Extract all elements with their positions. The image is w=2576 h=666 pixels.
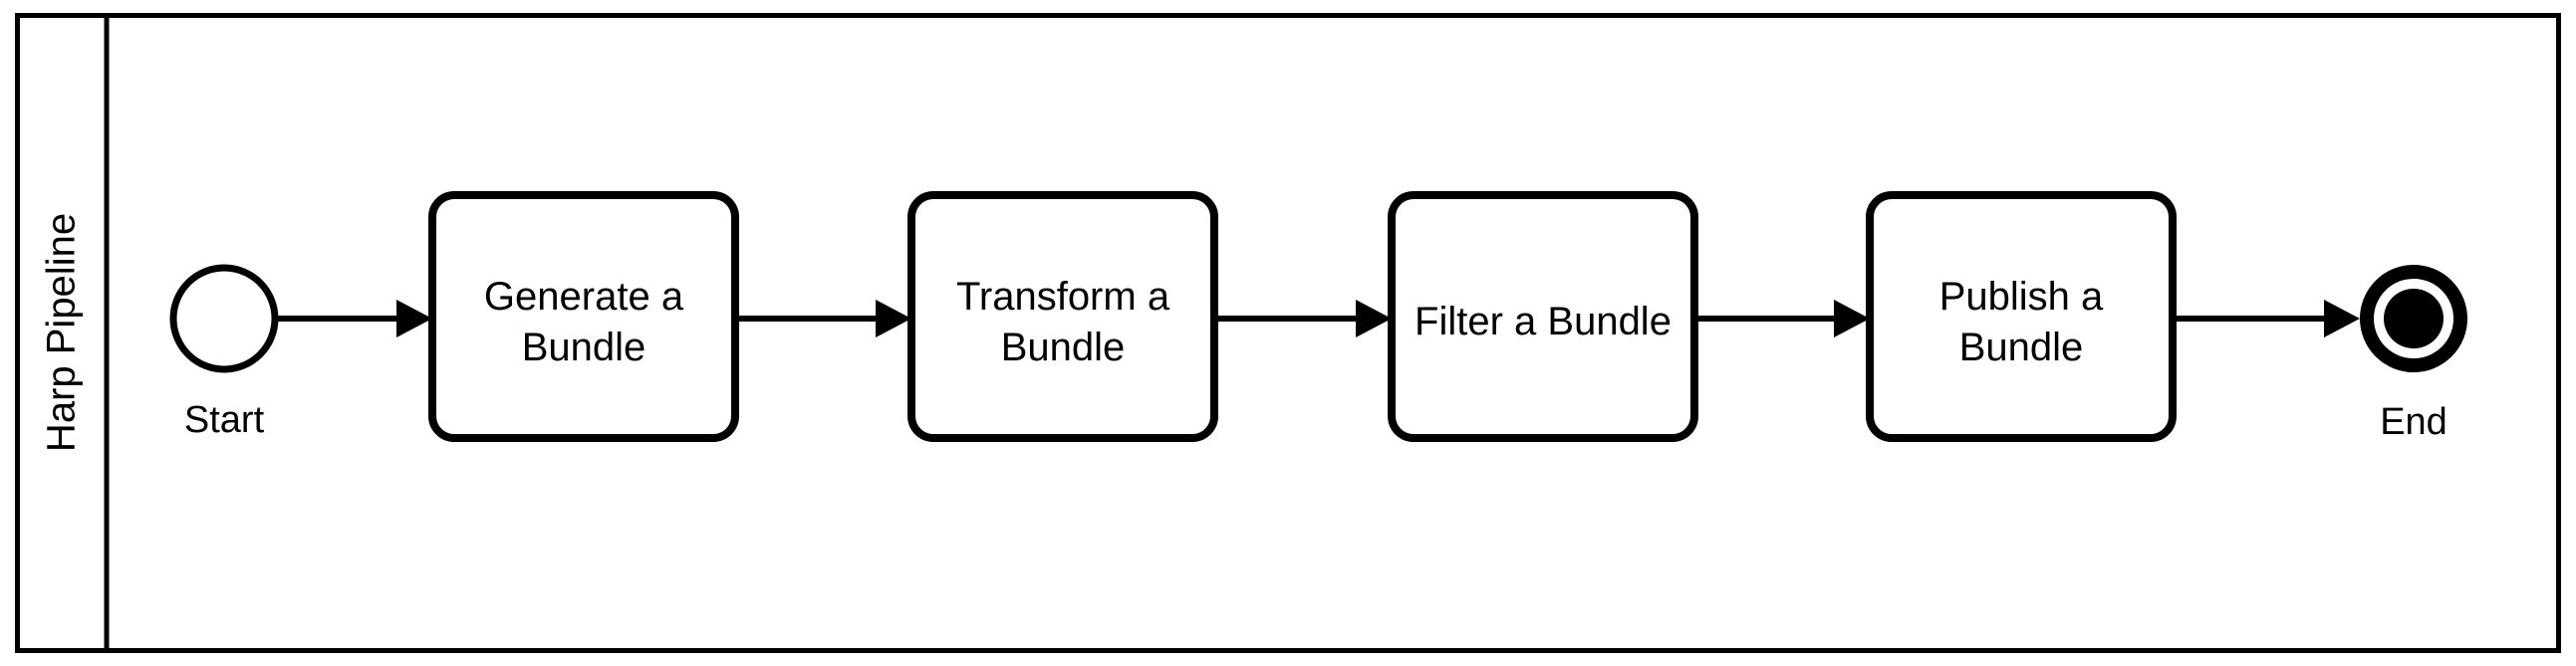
task-generate-a-bundle[interactable]: Generate a Bundle <box>428 191 739 442</box>
task-label-line-1: Transform a <box>956 275 1170 319</box>
lane-header: Harp Pipeline <box>40 213 84 452</box>
task-label-line-2: Bundle <box>1959 326 2084 369</box>
task-filter-a-bundle[interactable]: Filter a Bundle <box>1388 191 1698 442</box>
arrowhead-icon <box>1834 300 1870 337</box>
end-event-label: End <box>2380 401 2447 443</box>
arrowhead-icon <box>876 300 911 337</box>
start-event-label: Start <box>184 399 265 441</box>
sequence-flow-task-4-to-end <box>2173 300 2360 337</box>
end-event-icon[interactable] <box>2360 265 2467 372</box>
task-label-line-2: Bundle <box>522 326 646 369</box>
lane-title-label: Harp Pipeline <box>40 213 84 452</box>
task-label-line-2: Bundle <box>1001 326 1126 369</box>
task-publish-a-bundle[interactable]: Publish a Bundle <box>1866 191 2177 442</box>
sequence-flow-task-2-to-task-3 <box>1214 300 1392 337</box>
sequence-flow-task-3-to-task-4 <box>1694 300 1870 337</box>
end-event-outer-ring <box>2360 265 2467 372</box>
task-label-line-1: Filter a Bundle <box>1415 300 1672 343</box>
task-label-line-1: Generate a <box>484 275 684 319</box>
arrowhead-icon <box>1356 300 1392 337</box>
arrowhead-icon <box>2324 300 2360 337</box>
end-event-inner-disc <box>2384 289 2444 348</box>
start-event-icon[interactable] <box>169 264 279 373</box>
sequence-flow-task-1-to-task-2 <box>735 300 911 337</box>
sequence-flow-start-to-task-1 <box>275 300 432 337</box>
task-transform-a-bundle[interactable]: Transform a Bundle <box>907 191 1218 442</box>
arrowhead-icon <box>396 300 432 337</box>
task-label-line-1: Publish a <box>1939 275 2104 319</box>
